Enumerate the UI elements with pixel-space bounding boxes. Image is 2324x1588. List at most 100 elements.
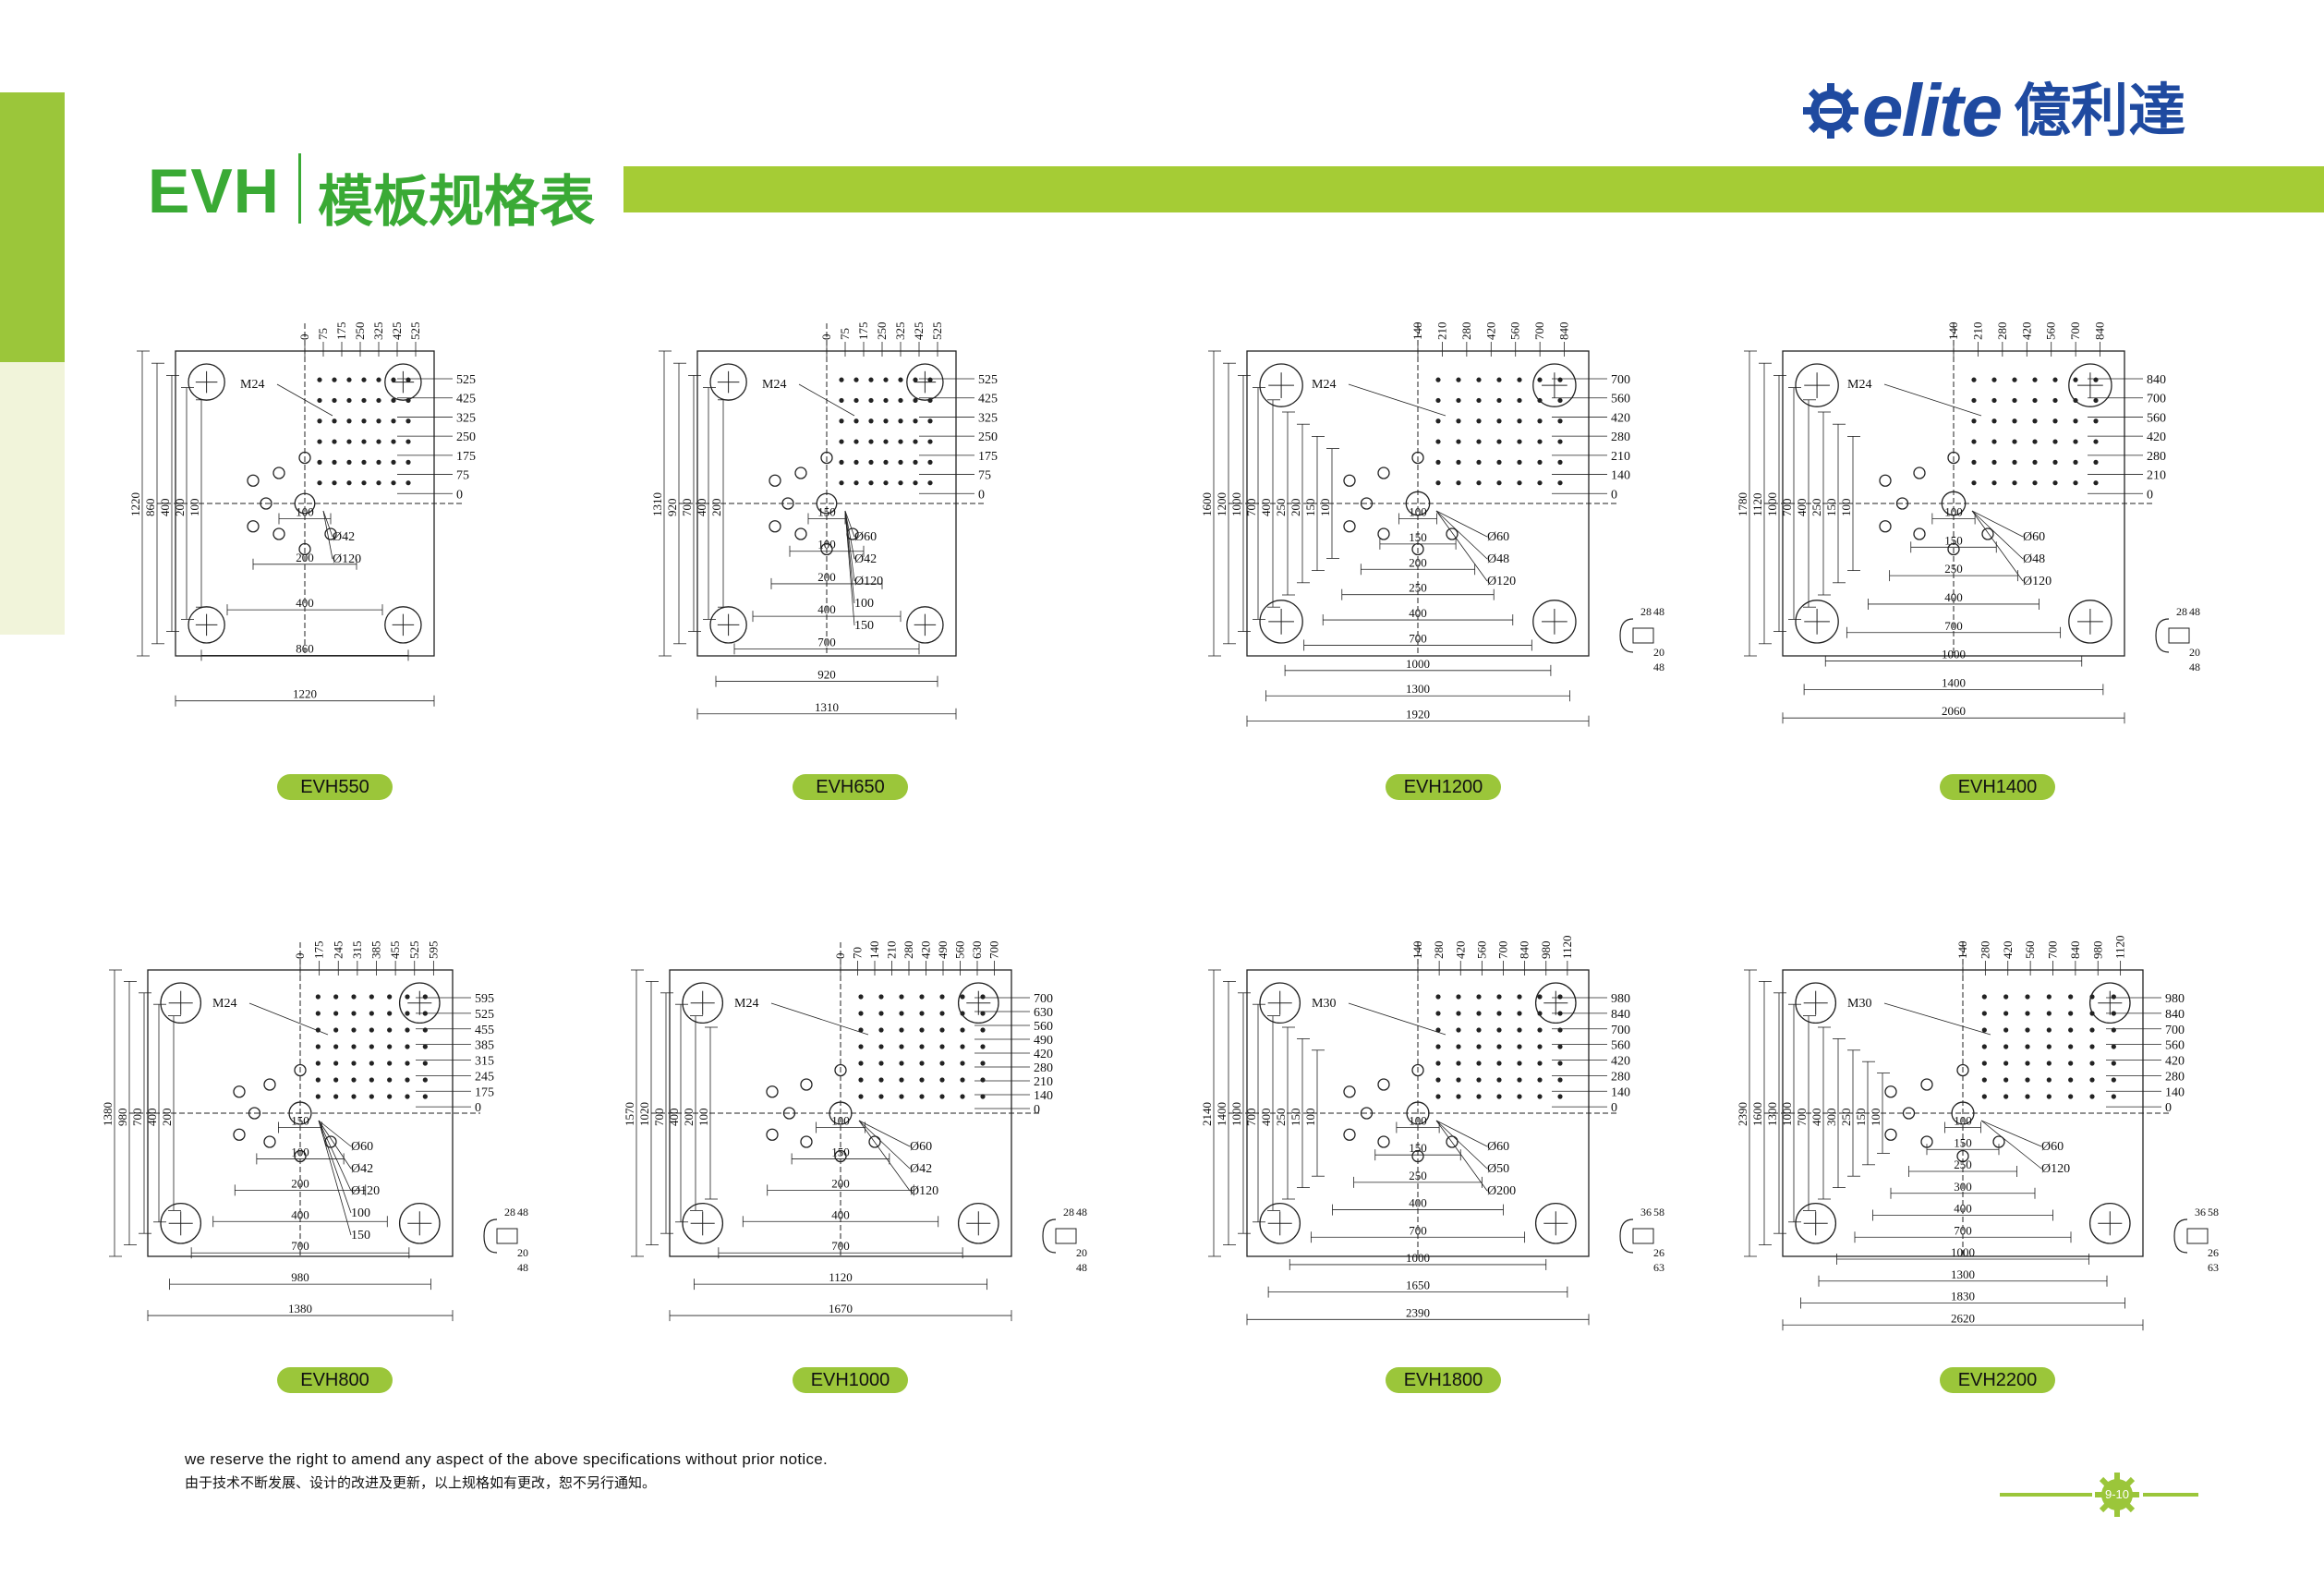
threaded-hole [1537,1094,1543,1099]
ejector-hole [1884,1085,1897,1098]
threaded-hole [939,1077,945,1083]
threaded-hole [2012,439,2017,444]
dim-label-right: 140 [1034,1089,1053,1103]
threaded-hole [422,1061,428,1066]
threaded-hole [317,418,322,424]
slot-detail-label: 63 [2208,1261,2219,1274]
threaded-hole [1981,994,1987,1000]
dim-label-top: 525 [407,941,421,960]
threaded-hole [2111,1077,2116,1083]
hole-callout: Ø60 [910,1140,932,1154]
dim-label-right: 0 [475,1101,481,1115]
threaded-hole [387,1044,393,1049]
threaded-hole [1476,1011,1482,1016]
hole-callout: Ø60 [1487,530,1509,544]
dim-label-bottom: 700 [817,635,836,649]
dim-label-bottom: 920 [817,668,836,682]
threaded-hole [387,1011,393,1016]
threaded-hole [361,459,367,465]
threaded-hole [853,459,859,465]
hole-callout: Ø200 [1487,1184,1516,1198]
dim-label-bottom: 100 [831,1114,850,1128]
threaded-hole [351,1044,357,1049]
dim-label-right: 385 [475,1039,494,1053]
slot-detail-label: 20 [517,1246,528,1259]
dim-label-left: 1000 [1229,1102,1243,1126]
ejector-hole [1884,1128,1897,1141]
threaded-hole [1537,1061,1543,1066]
tie-bar-hole [1534,982,1577,1024]
slot-detail-label: 48 [2189,605,2200,618]
tie-bar-hole [1534,1202,1577,1244]
dim-label-left: 1000 [1780,1102,1794,1126]
hole-callout: Ø60 [2041,1140,2064,1154]
dim-label-top: 250 [353,322,367,341]
threaded-hole [927,397,933,404]
threaded-hole [883,480,889,486]
threaded-hole [2032,439,2038,444]
dim-label-top: 525 [408,322,422,341]
dim-label-left: 100 [696,1109,710,1127]
threaded-hole [351,1094,357,1099]
ejector-hole [247,520,260,533]
threaded-hole [898,480,903,486]
dim-label-right: 315 [475,1055,494,1069]
dim-label-left: 100 [188,499,201,517]
threaded-hole [853,377,859,382]
threaded-hole [1991,439,1997,444]
threaded-hole [883,459,889,465]
ejector-hole [1377,1078,1390,1091]
threaded-hole [333,1044,339,1049]
threaded-hole [839,418,844,424]
threaded-hole [2073,377,2078,382]
threaded-hole [899,994,904,1000]
dim-label-right: 700 [2147,393,2166,406]
threaded-hole [1517,1027,1522,1033]
threaded-hole [2052,480,2058,486]
slot-detail-label: 20 [2189,646,2200,659]
threaded-hole [927,480,933,486]
slot-detail-label: 48 [2189,661,2200,673]
threaded-hole [1557,480,1563,486]
ejector-hole [1343,1085,1356,1098]
threaded-hole [361,418,367,424]
threaded-hole [405,1044,410,1049]
threaded-hole [899,1044,904,1049]
threaded-hole [2111,1044,2116,1049]
tie-bar-hole [682,982,724,1024]
slot-detail-label: 26 [2208,1246,2219,1259]
threaded-hole [1476,1027,1482,1033]
threaded-hole [839,377,844,382]
dim-label-top: 840 [1518,941,1531,960]
threaded-hole [1991,480,1997,486]
threaded-hole [2089,1061,2095,1066]
threaded-hole [2073,459,2078,465]
threaded-hole [980,1077,986,1083]
threaded-hole [2052,439,2058,444]
threaded-hole [2073,418,2078,424]
tie-bar-hole [1795,600,1839,644]
dim-label-top: 175 [312,941,326,960]
threaded-hole [1557,1061,1563,1066]
dim-label-bottom: 1000 [1406,1251,1430,1265]
threaded-hole [351,1011,357,1016]
threaded-hole [1476,439,1482,444]
threaded-hole [1537,1027,1543,1033]
ejector-hole [272,527,285,540]
threaded-hole [2003,1011,2009,1016]
threaded-hole [332,377,337,382]
threaded-hole [883,439,889,444]
side-accent-bar-pale [0,362,65,635]
threaded-hole [960,1027,965,1033]
tie-bar-hole [2068,600,2112,644]
dim-label-right: 0 [456,488,463,502]
threaded-hole [1557,439,1563,444]
threaded-hole [376,480,381,486]
threaded-hole [1456,1094,1461,1099]
threaded-hole [1971,377,1977,382]
threaded-hole [853,480,859,486]
ejector-hole [248,1107,261,1120]
dim-label-right: 420 [1611,1055,1630,1069]
threaded-hole [1476,397,1482,404]
